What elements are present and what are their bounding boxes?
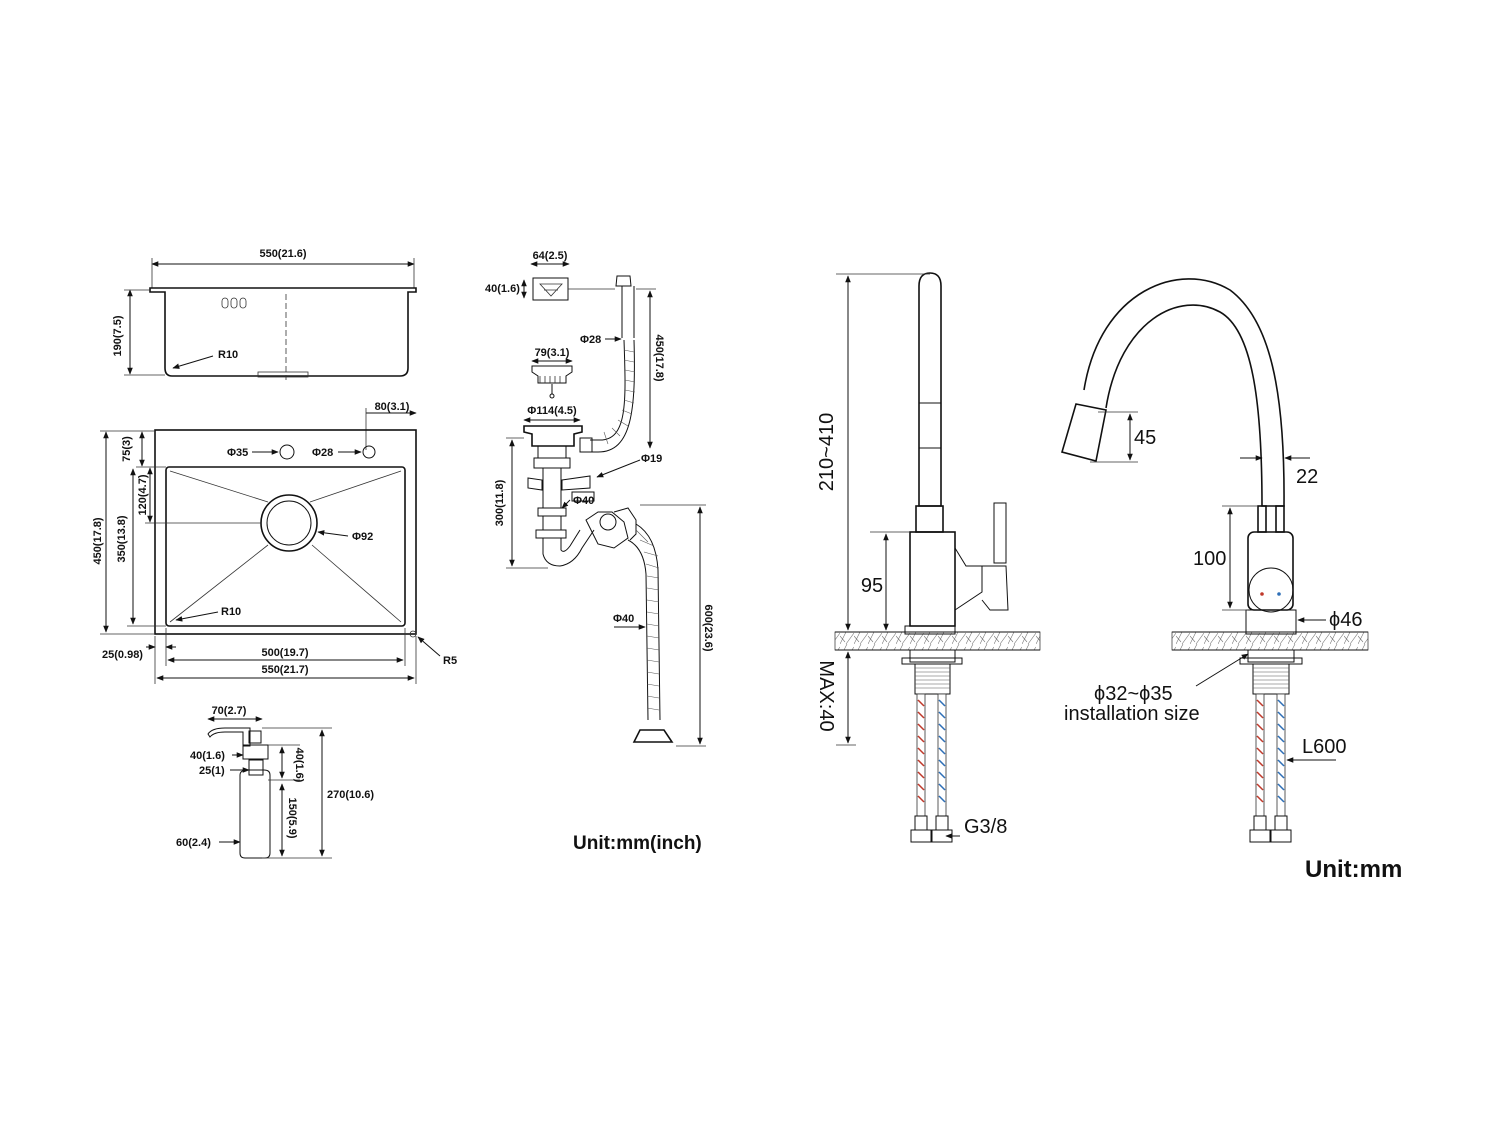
drain-assembly: 64(2.5) 40(1.6) 450(17.8) Φ28 79(3.1) Φ1… xyxy=(485,250,714,854)
sink-width-label: 550(21.6) xyxy=(259,248,306,260)
install-size-text: installation size xyxy=(1064,703,1200,725)
bottle-diameter-label: 60(2.4) xyxy=(176,837,211,849)
tap-offset-label: 80(3.1) xyxy=(375,401,410,413)
neck-label: 25(1) xyxy=(199,765,225,777)
thread-size-label: G3/8 xyxy=(964,816,1007,838)
outer-depth-label: 450(17.8) xyxy=(92,517,104,564)
inner-offset-label: 120(4.7) xyxy=(137,474,149,515)
neck-width-label: 40(1.6) xyxy=(190,750,225,762)
hole-large-label: Φ35 xyxy=(227,447,248,459)
inner-width-label: 500(19.7) xyxy=(261,647,308,659)
hose-length-label: L600 xyxy=(1302,736,1347,758)
strainer-label: 79(3.1) xyxy=(535,347,570,359)
sink-plan-view: 80(3.1) Φ35 Φ28 75(3) 120(4.7) 450(17.8)… xyxy=(92,401,457,684)
rim-width-label: 25(0.98) xyxy=(102,649,143,661)
overflow-height-label: 40(1.6) xyxy=(485,283,520,295)
overflow-width-label: 64(2.5) xyxy=(533,250,568,262)
unit-mm-inch-label: Unit:mm(inch) xyxy=(573,833,702,854)
install-size-label: ϕ32~ϕ35 xyxy=(1094,683,1173,705)
sink-elevation-view: 550(21.6) 190(7.5) R10 xyxy=(112,248,417,380)
faucet-height-label: 210~410 xyxy=(816,413,838,491)
outer-width-label: 550(21.7) xyxy=(261,664,308,676)
tube-diameter-label: 22 xyxy=(1296,466,1318,488)
pipe-diameter-label: Φ40 xyxy=(573,495,594,507)
flange-diameter-label: Φ114(4.5) xyxy=(527,405,577,417)
total-height-label: 270(10.6) xyxy=(327,789,374,801)
outer-radius-label: R5 xyxy=(443,655,457,667)
spray-head-label: 45 xyxy=(1134,427,1156,449)
inner-depth-label: 350(13.8) xyxy=(116,515,128,562)
corner-radius-label: R10 xyxy=(221,606,241,618)
branch-diameter-label: Φ19 xyxy=(641,453,662,465)
soap-dispenser: 70(2.7) 270(10.6) 40(1.6) 150(5.9) 40(1.… xyxy=(176,705,374,859)
spout-length-label: 70(2.7) xyxy=(212,705,247,717)
base-diameter-label: ϕ46 xyxy=(1329,609,1362,631)
hole-small-label: Φ28 xyxy=(312,447,333,459)
sink-top-radius-label: R10 xyxy=(218,349,238,361)
faucet-side-view: 210~410 95 MAX:40 G3/8 xyxy=(815,272,1041,843)
faucet-front-view: 45 22 100 ϕ46 ϕ32~ϕ35 installation size … xyxy=(1061,278,1402,883)
trap-height-label: 300(11.8) xyxy=(494,479,506,526)
outlet-length-label: 600(23.6) xyxy=(702,604,714,651)
countertop-side xyxy=(834,631,1041,651)
sink-depth-label: 190(7.5) xyxy=(112,315,124,356)
faucet-body-height-label: 95 xyxy=(861,575,883,597)
edge-top-label: 75(3) xyxy=(121,436,133,462)
countertop-front xyxy=(1171,631,1369,651)
body-height-label: 150(5.9) xyxy=(286,798,298,839)
hose-diameter-label: Φ28 xyxy=(580,334,601,346)
unit-mm-label: Unit:mm xyxy=(1305,856,1402,883)
outlet-diameter-label: Φ40 xyxy=(613,613,634,625)
body-height-label: 100 xyxy=(1193,548,1226,570)
head-height-label: 40(1.6) xyxy=(293,748,305,783)
hose-length-label: 450(17.8) xyxy=(653,334,665,381)
drain-diameter-label: Φ92 xyxy=(352,531,373,543)
max-thickness-label: MAX:40 xyxy=(815,660,837,731)
